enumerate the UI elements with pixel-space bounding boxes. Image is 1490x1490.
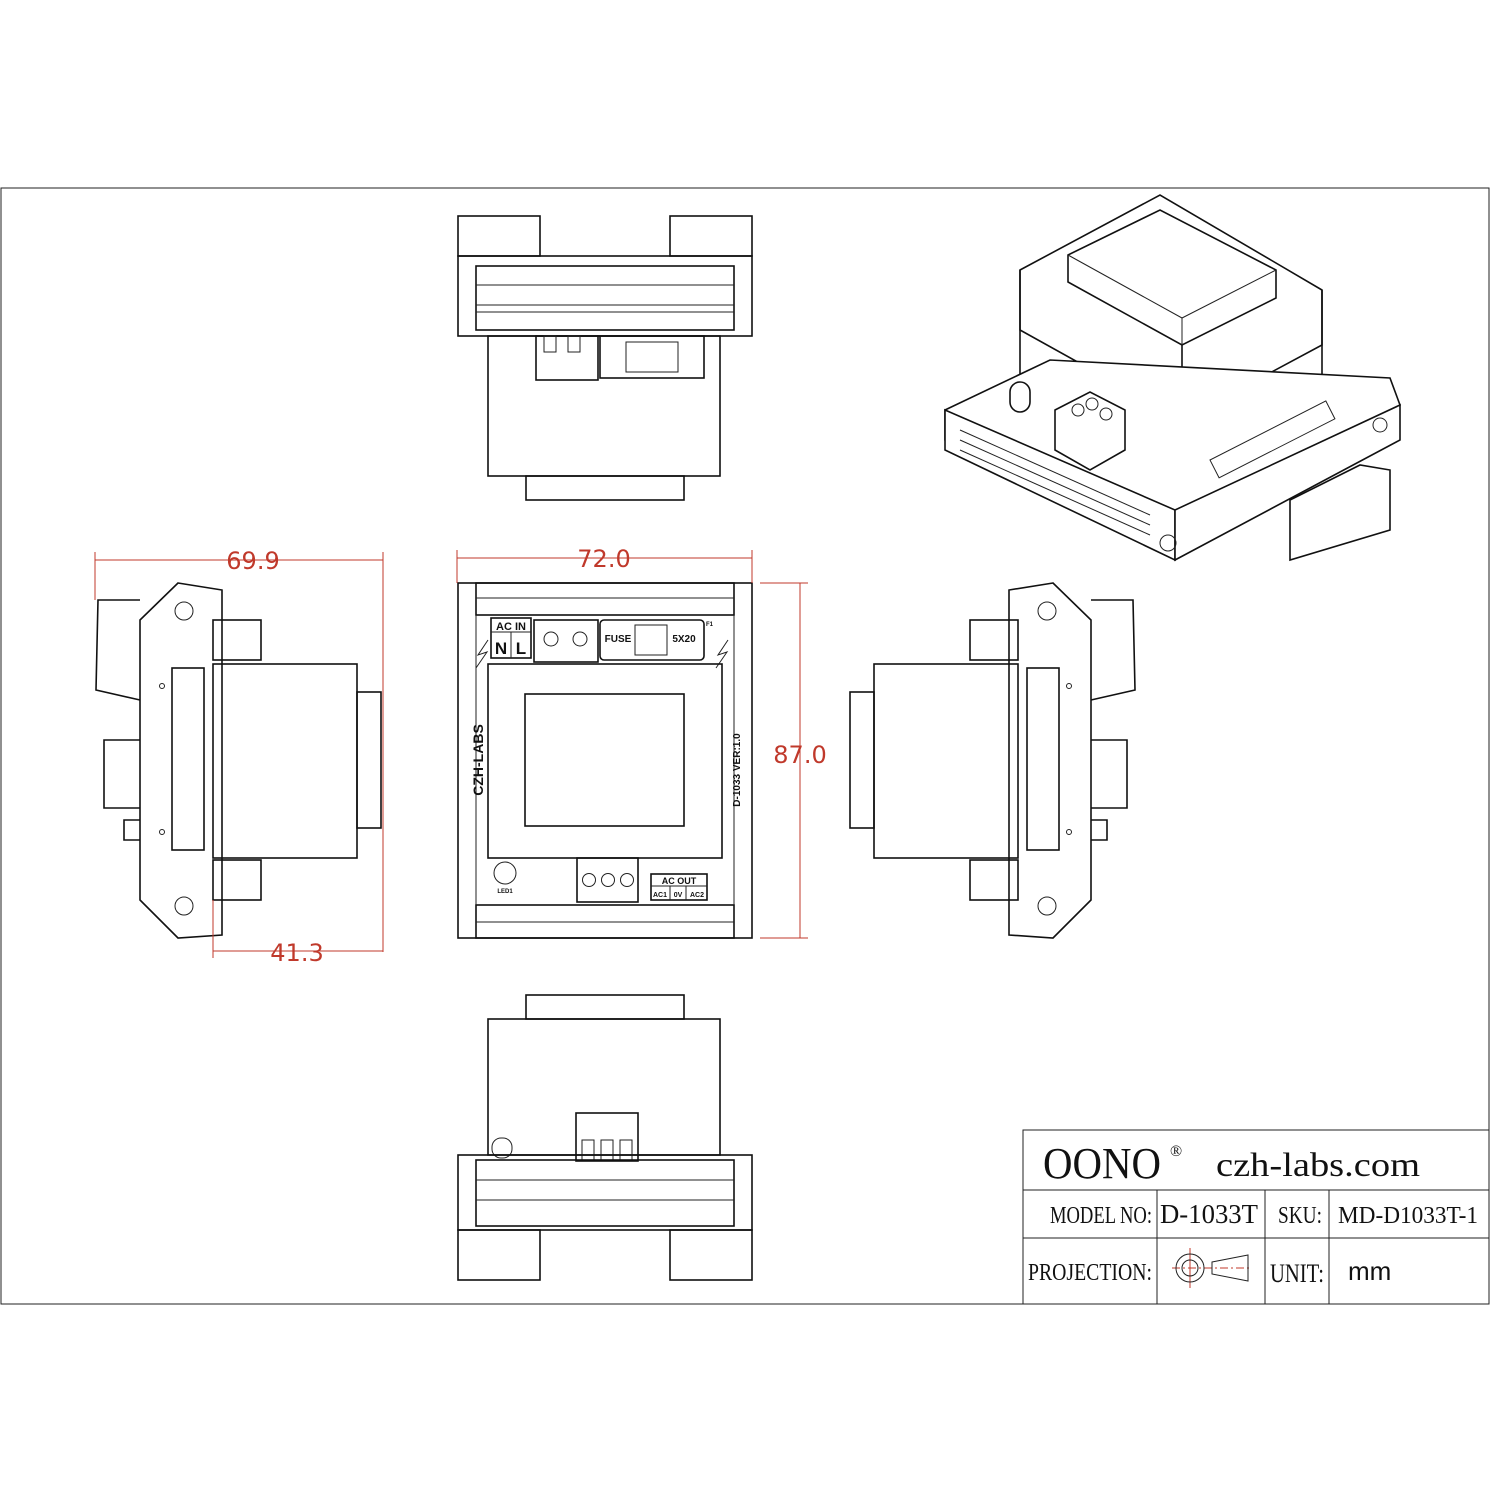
fuse-ref-label: F1: [706, 622, 714, 628]
side-width-value: 69.9: [226, 547, 279, 575]
line-label: L: [516, 639, 526, 658]
high-voltage-icon: [475, 639, 489, 669]
dimension-front-width: 72.0: [456, 545, 753, 583]
model-label: MODEL NO:: [1050, 1203, 1152, 1229]
model-value: D-1033T: [1160, 1199, 1259, 1229]
dimension-side-depth: 41.3: [212, 900, 383, 967]
transformer-core: [524, 693, 685, 827]
left-side-view: [95, 582, 382, 939]
top-view: [457, 215, 753, 501]
front-width-value: 72.0: [577, 545, 630, 573]
brand-logo-text: OONO: [1043, 1139, 1161, 1188]
led-icon: [493, 861, 517, 885]
ac-in-label: AC IN: [496, 621, 526, 633]
sku-value: MD-D1033T-1: [1338, 1203, 1478, 1229]
transformer-outline: [487, 663, 723, 859]
screw-icon: [601, 873, 615, 887]
first-angle-projection-icon: [1172, 1248, 1250, 1288]
high-voltage-icon: [715, 639, 729, 669]
screw-icon: [582, 873, 596, 887]
led-label: LED1: [497, 889, 513, 895]
front-view: AC IN N L FUSE 5X20 F1 CZH-LABS D-1033 V…: [457, 582, 753, 939]
ac1-label: AC1: [653, 892, 667, 899]
side-depth-value: 41.3: [270, 939, 323, 967]
ac-out-label-box: [650, 873, 708, 901]
version-vertical-label: D-1033 VER:1.0: [732, 733, 743, 807]
fuse-holder: [599, 619, 705, 661]
sku-label: SKU:: [1278, 1203, 1322, 1229]
screw-icon: [543, 631, 559, 647]
website-text: czh-labs.com: [1216, 1147, 1420, 1184]
output-terminal-block: [576, 857, 639, 903]
right-side-view: [849, 582, 1136, 939]
screw-icon: [572, 631, 588, 647]
input-terminal-block: [533, 619, 599, 663]
registered-mark: ®: [1170, 1143, 1182, 1160]
zero-v-label: 0V: [674, 892, 683, 899]
projection-label: PROJECTION:: [1028, 1260, 1152, 1286]
ac2-label: AC2: [690, 892, 704, 899]
bottom-view: [457, 994, 753, 1281]
unit-value: mm: [1348, 1256, 1391, 1286]
front-height-value: 87.0: [773, 741, 826, 769]
fuse-size-label: 5X20: [672, 634, 696, 645]
title-block: OONO ® czh-labs.com MODEL NO: D-1033T SK…: [1022, 1129, 1490, 1305]
neutral-label: N: [495, 639, 507, 658]
ac-out-label: AC OUT: [662, 876, 697, 886]
dimension-side-width: 69.9: [94, 547, 384, 952]
screw-icon: [620, 873, 634, 887]
unit-label: UNIT:: [1270, 1259, 1324, 1288]
isometric-view: [944, 194, 1401, 562]
drawing-border: [0, 187, 1490, 1305]
fuse-label: FUSE: [605, 634, 632, 645]
dimension-front-height: 87.0: [760, 582, 827, 939]
brand-vertical-label: CZH-LABS: [470, 724, 486, 796]
